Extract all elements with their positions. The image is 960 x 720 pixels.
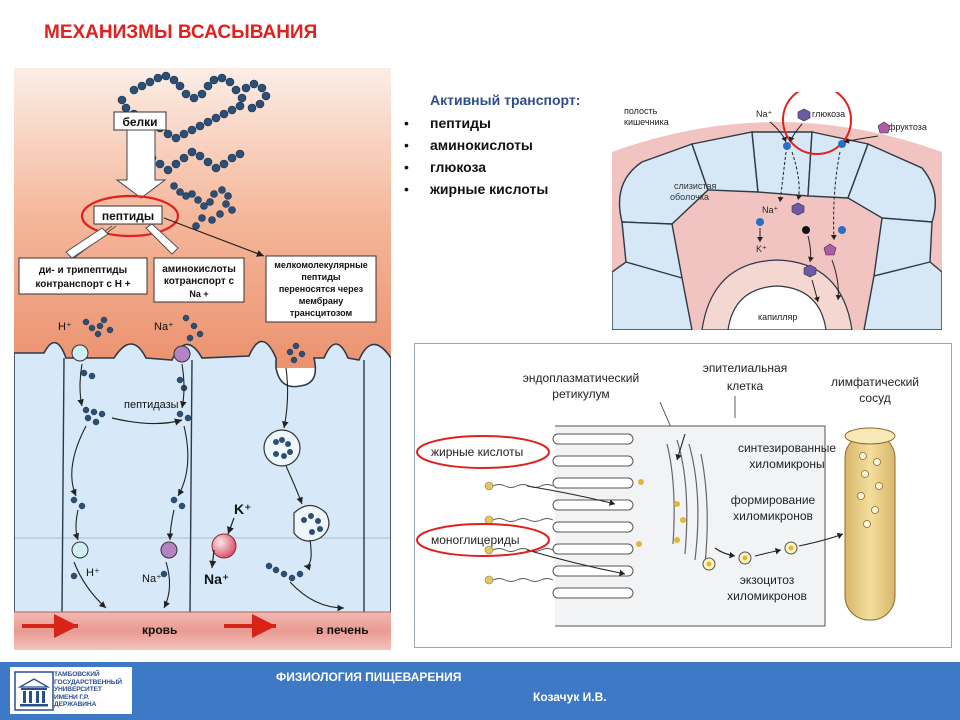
label-small-line5: трансцитозом bbox=[290, 308, 353, 318]
logo-line: ГОСУДАРСТВЕННЫЙ bbox=[54, 678, 122, 686]
label-fatty-acids: жирные кислоты bbox=[431, 445, 523, 459]
label-capillary: капилляр bbox=[758, 312, 797, 322]
label-lymph-line2: сосуд bbox=[859, 391, 890, 405]
list-item: глюкоза bbox=[404, 156, 612, 178]
label-cavity-line1: полость bbox=[624, 106, 658, 116]
list-item: аминокислоты bbox=[404, 134, 612, 156]
active-transport-header: Активный транспорт: bbox=[430, 92, 581, 108]
footer-bar: ТАМБОВСКИЙ ГОСУДАРСТВЕННЫЙ УНИВЕРСИТЕТ И… bbox=[0, 662, 960, 720]
highlight-circle-fatty-acids bbox=[416, 435, 550, 469]
label-k: K⁺ bbox=[756, 244, 767, 254]
glucose-absorption-diagram: полость кишечника Na⁺ глюкоза фруктоза с… bbox=[612, 92, 942, 330]
label-na-top: Na⁺ bbox=[756, 109, 773, 119]
label-small-line2: пептиды bbox=[301, 272, 341, 282]
label-exo-line2: хиломикронов bbox=[727, 589, 807, 603]
course-title: ФИЗИОЛОГИЯ ПИЩЕВАРЕНИЯ bbox=[276, 670, 462, 684]
university-building-icon bbox=[14, 671, 54, 711]
logo-line: ТАМБОВСКИЙ bbox=[54, 671, 100, 678]
na-k-pump bbox=[211, 533, 237, 559]
active-transport-list: Активный транспорт: пептиды аминокислоты… bbox=[402, 92, 612, 200]
label-small-line1: мелкомолекулярные bbox=[274, 260, 368, 270]
label-k: K⁺ bbox=[234, 501, 252, 517]
label-form-line2: хиломикронов bbox=[733, 509, 813, 523]
label-synth-line1: синтезированные bbox=[738, 441, 836, 455]
label-na-top: Na⁺ bbox=[154, 321, 174, 333]
label-peptides: пептиды bbox=[102, 209, 154, 223]
label-di-tri-line2: контранспорт с Н + bbox=[35, 279, 130, 290]
logo-line: ИМЕНИ Г.Р. ДЕРЖАВИНА bbox=[54, 693, 97, 709]
label-small-line3: переносятся через bbox=[279, 284, 364, 294]
label-er-line2: ретикулум bbox=[552, 387, 609, 401]
label-mucosa-line2: оболочка bbox=[670, 192, 709, 202]
label-cavity-line2: кишечника bbox=[624, 117, 669, 127]
author-name: Козачук И.В. bbox=[533, 690, 607, 704]
label-monoglycerides: моноглицериды bbox=[431, 533, 519, 547]
protein-absorption-diagram: белки пептиды ди- и трипептиды контрансп… bbox=[14, 68, 391, 650]
label-na-bottom: Na⁺ bbox=[142, 573, 162, 585]
label-di-tri-line1: ди- и трипептиды bbox=[39, 265, 127, 276]
label-fructose: фруктоза bbox=[888, 122, 927, 132]
h-transporter-bottom bbox=[71, 541, 89, 559]
highlight-circle-monoglycerides bbox=[416, 523, 550, 557]
label-h-bottom: H⁺ bbox=[86, 567, 100, 579]
na-transporter-top bbox=[173, 345, 191, 363]
label-synth-line2: хиломикроны bbox=[749, 457, 824, 471]
label-amino-line2: котранспорт с bbox=[164, 276, 235, 287]
slide-title: МЕХАНИЗМЫ ВСАСЫВАНИЯ bbox=[44, 22, 318, 43]
highlight-circle-glucose bbox=[782, 92, 852, 155]
label-na-big: Na⁺ bbox=[204, 571, 229, 587]
list-item: жирные кислоты bbox=[404, 178, 612, 200]
label-amino-line3: Na + bbox=[189, 289, 208, 299]
label-er-line1: эндоплазматический bbox=[523, 371, 639, 385]
label-liver: в печень bbox=[316, 623, 369, 637]
label-small-line4: мембрану bbox=[299, 296, 344, 306]
label-h-top: H⁺ bbox=[58, 321, 72, 333]
label-form-line1: формирование bbox=[731, 493, 816, 507]
label-mucosa-line1: слизистая bbox=[674, 181, 716, 191]
label-glucose: глюкоза bbox=[812, 109, 845, 119]
highlight-circle-peptides bbox=[80, 194, 180, 238]
h-transporter-top bbox=[71, 344, 89, 362]
logo-line: УНИВЕРСИТЕТ bbox=[54, 686, 102, 694]
list-item: пептиды bbox=[404, 112, 612, 134]
label-lymph-line1: лимфатический bbox=[831, 375, 919, 389]
label-peptidases: пептидазы bbox=[124, 399, 179, 411]
label-na-mid: Na⁺ bbox=[762, 205, 779, 215]
label-amino-line1: аминокислоты bbox=[162, 264, 236, 275]
label-blood: кровь bbox=[142, 623, 177, 637]
label-proteins: белки bbox=[122, 115, 157, 129]
vesicle bbox=[263, 429, 301, 467]
label-epi-line1: эпителиальная bbox=[703, 361, 787, 375]
label-epi-line2: клетка bbox=[727, 379, 764, 393]
fat-absorption-diagram: эндоплазматический ретикулум эпителиальн… bbox=[414, 343, 952, 648]
label-exo-line1: экзоцитоз bbox=[740, 573, 795, 587]
na-transporter-bottom bbox=[160, 541, 178, 559]
university-logo: ТАМБОВСКИЙ ГОСУДАРСТВЕННЫЙ УНИВЕРСИТЕТ И… bbox=[10, 667, 132, 714]
